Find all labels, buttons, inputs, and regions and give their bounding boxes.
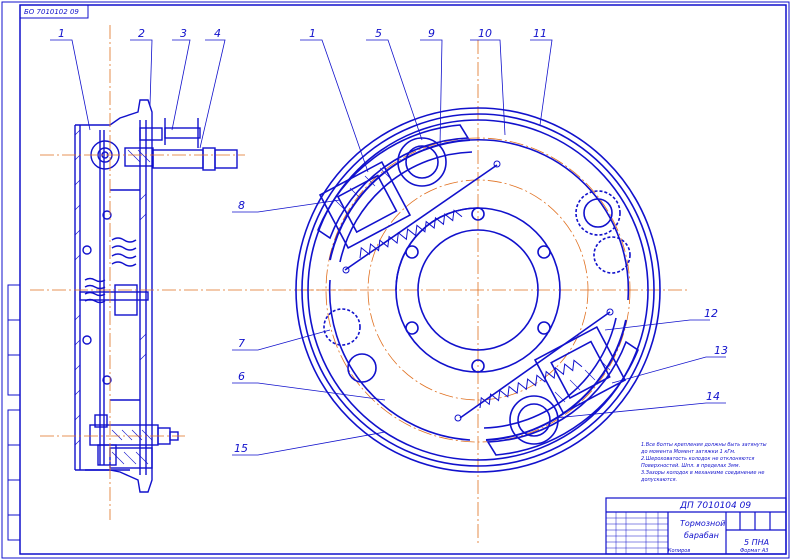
callout-right-10: 10 (478, 27, 492, 40)
callout-right-7: 7 (238, 337, 245, 350)
callout-right-11: 11 (533, 27, 547, 40)
note-line: Поверхностей. Шпл. в пределах 3мм. (641, 463, 741, 469)
title-block (605, 497, 787, 555)
inner-frame (19, 4, 787, 555)
callout-right-15: 15 (234, 442, 248, 455)
plate-hatching (334, 167, 611, 403)
front-view (295, 107, 661, 473)
note-line: 1.Все болты крепления должны быть затяну… (641, 442, 767, 448)
section-hatching (74, 129, 153, 465)
section-view (74, 99, 238, 493)
callout-left-2: 2 (138, 27, 145, 40)
note-line: 2.Шероховатость колодок не отклоняются (641, 456, 755, 462)
left-margin-boxes (7, 284, 21, 541)
callout-right-5: 5 (375, 27, 382, 40)
callout-right-9: 9 (428, 27, 435, 40)
callout-left-3: 3 (180, 27, 187, 40)
top-stamp-box (19, 4, 89, 19)
title-block-grid (606, 512, 668, 554)
return-springs (342, 160, 614, 422)
callout-left-1: 1 (58, 27, 65, 40)
callout-right-1: 1 (309, 27, 316, 40)
center-lines (30, 25, 690, 545)
note-line: до момента Момент затяжки 1 кГм. (641, 449, 736, 455)
callout-right-6: 6 (238, 370, 245, 383)
copied-by: Копиров (668, 548, 691, 554)
callout-right-12: 12 (704, 307, 718, 320)
callout-right-13: 13 (714, 344, 728, 357)
callout-right-14: 14 (706, 390, 720, 403)
drawing-name-line2: барабан (684, 531, 719, 540)
callout-left-4: 4 (214, 27, 221, 40)
drawing-name-line1: Тормозной (680, 519, 726, 528)
sheet-format: Формат А3 (740, 548, 769, 554)
callout-right-8: 8 (238, 199, 245, 212)
note-line: допускаются. (641, 477, 678, 483)
technical-notes: 1.Все болты крепления должны быть затяну… (641, 442, 781, 484)
leader-lines (50, 39, 726, 456)
document-number: ДП 7010104 09 (680, 501, 752, 511)
top-stamp: БО 7010102 09 (24, 8, 79, 16)
group-code: 5 ПНА (744, 538, 770, 547)
note-line: 3.Зазоры колодок в механизме соединение … (641, 470, 765, 476)
